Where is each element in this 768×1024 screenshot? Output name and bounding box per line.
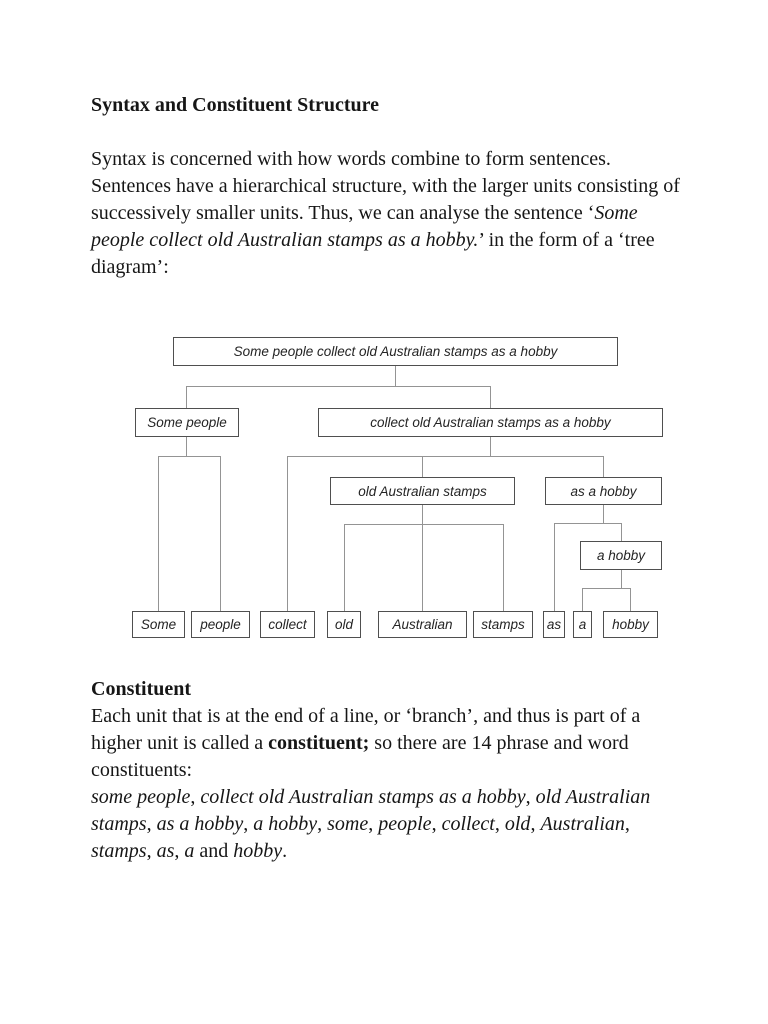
tree-edge — [582, 589, 583, 611]
phrase-item: old — [504, 813, 531, 835]
tree-node-vp: collect old Australian stamps as a hobby — [318, 408, 663, 437]
tree-edge — [220, 457, 221, 611]
tree-edge — [422, 457, 423, 477]
intro-text-after: ’ in the form of a ‘tree diagram’: — [91, 229, 655, 278]
phrase-item: old Australian stamps — [91, 786, 651, 835]
tree-edge — [158, 457, 159, 611]
phrase-item: collect — [441, 813, 495, 835]
tree-edge — [490, 387, 491, 408]
phrase-separator: , — [243, 813, 254, 835]
constituent-bold-term: constituent; — [268, 732, 370, 754]
tree-edge — [344, 525, 345, 611]
constituent-text-after: so there are 14 phrase and word constitu… — [91, 732, 629, 781]
tree-node-w-people: people — [191, 611, 250, 638]
phrase-separator: , — [146, 813, 157, 835]
constituent-text-before: Each unit that is at the end of a line, … — [91, 705, 641, 754]
tree-node-sentence: Some people collect old Australian stamp… — [173, 337, 618, 366]
tree-node-np2: old Australian stamps — [330, 477, 515, 505]
phrase-separator: , — [624, 813, 630, 835]
phrase-separator: , — [525, 786, 536, 808]
tree-node-w-old: old — [327, 611, 361, 638]
phrase-item: a hobby — [253, 813, 318, 835]
phrase-item: a — [184, 840, 195, 862]
intro-text-before: Syntax is concerned with how words combi… — [91, 148, 680, 224]
phrase-separator: , — [530, 813, 541, 835]
tree-edge — [490, 437, 491, 456]
tree-edge — [158, 456, 221, 457]
phrase-separator: , — [317, 813, 328, 835]
tree-edge — [287, 457, 288, 611]
tree-node-w-some: Some — [132, 611, 185, 638]
phrase-separator: , — [368, 813, 379, 835]
phrase-separator: , — [494, 813, 505, 835]
constituent-section: Constituent Each unit that is at the end… — [91, 676, 695, 865]
tree-node-w-australian: Australian — [378, 611, 467, 638]
phrase-item: stamps — [91, 840, 147, 862]
phrase-item: some people — [91, 786, 191, 808]
tree-edge — [621, 570, 622, 588]
phrase-separator: , — [190, 786, 201, 808]
tree-edge — [395, 366, 396, 386]
tree-edge — [503, 525, 504, 611]
phrase-separator: , — [174, 840, 185, 862]
tree-edge — [603, 457, 604, 477]
tree-node-w-hobby: hobby — [603, 611, 658, 638]
constituent-paragraph: Each unit that is at the end of a line, … — [91, 703, 695, 784]
tree-node-np3: a hobby — [580, 541, 662, 570]
tree-node-w-a: a — [573, 611, 592, 638]
tree-edge — [344, 524, 504, 525]
page-title: Syntax and Constituent Structure — [91, 94, 379, 116]
tree-edge — [621, 524, 622, 541]
tree-node-w-stamps: stamps — [473, 611, 533, 638]
phrase-separator: and — [194, 840, 234, 862]
phrase-item: collect old Australian stamps as a hobby — [200, 786, 526, 808]
phrase-list-terminator: . — [282, 840, 288, 862]
tree-edge — [630, 589, 631, 611]
tree-edge — [186, 386, 491, 387]
tree-edge — [554, 524, 555, 611]
phrase-item: hobby — [233, 840, 283, 862]
phrase-item: Australian — [540, 813, 625, 835]
phrase-separator: , — [431, 813, 442, 835]
phrase-item: as — [156, 840, 175, 862]
tree-edge — [422, 505, 423, 611]
phrase-item: some — [327, 813, 369, 835]
intro-sentence-italic: Some people collect old Australian stamp… — [91, 202, 638, 251]
tree-edge — [186, 387, 187, 408]
constituent-phrase-list: some people, collect old Australian stam… — [91, 784, 695, 865]
tree-node-pp: as a hobby — [545, 477, 662, 505]
tree-node-w-as: as — [543, 611, 565, 638]
phrase-separator: , — [146, 840, 157, 862]
tree-node-np1: Some people — [135, 408, 239, 437]
tree-edge — [186, 437, 187, 456]
constituent-heading: Constituent — [91, 678, 192, 700]
tree-node-w-collect: collect — [260, 611, 315, 638]
intro-paragraph: Syntax is concerned with how words combi… — [91, 146, 695, 281]
tree-edge — [554, 523, 622, 524]
phrase-item: as a hobby — [156, 813, 244, 835]
tree-edge — [287, 456, 604, 457]
phrase-item: people — [378, 813, 432, 835]
tree-edge — [582, 588, 631, 589]
tree-edge — [603, 505, 604, 523]
